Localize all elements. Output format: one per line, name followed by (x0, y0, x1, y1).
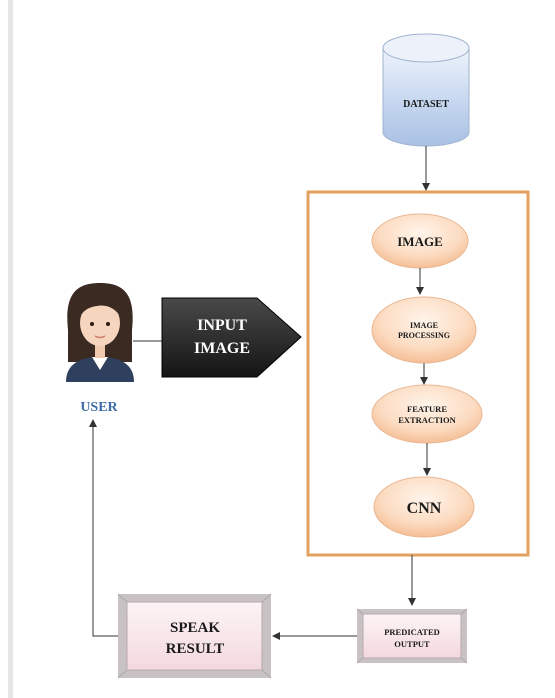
predicated-output-label-line2: OUTPUT (394, 639, 430, 649)
feature-extraction-label-line2: EXTRACTION (398, 415, 456, 425)
speak-result-box: SPEAK RESULT (117, 593, 272, 679)
feature-extraction-label-line1: FEATURE (407, 404, 447, 414)
speak-result-label-line1: SPEAK (170, 620, 220, 636)
input-image-arrow: INPUT IMAGE (161, 297, 302, 378)
left-border-rule (8, 0, 13, 698)
user-avatar-icon (66, 283, 134, 382)
predicated-output-box: PREDICATED OUTPUT (356, 608, 468, 664)
image-label: IMAGE (397, 234, 443, 249)
dataset-cylinder: DATASET (382, 33, 470, 147)
input-image-label-line2: IMAGE (194, 340, 250, 357)
input-image-label-line1: INPUT (197, 317, 247, 334)
feature-extraction-oval: FEATURE EXTRACTION (371, 384, 483, 444)
image-oval: IMAGE (371, 213, 469, 269)
dataset-label: DATASET (403, 99, 449, 110)
image-processing-oval: IMAGE PROCESSING (371, 296, 477, 364)
arrow-speak-to-user (89, 419, 118, 637)
cnn-label: CNN (407, 500, 442, 517)
predicated-output-label-line1: PREDICATED (384, 627, 440, 637)
image-processing-label-line1: IMAGE (410, 321, 438, 330)
cnn-oval: CNN (373, 476, 475, 538)
image-processing-label-line2: PROCESSING (398, 331, 450, 340)
speak-result-label-line2: RESULT (166, 641, 225, 657)
user-label: USER (80, 400, 118, 415)
